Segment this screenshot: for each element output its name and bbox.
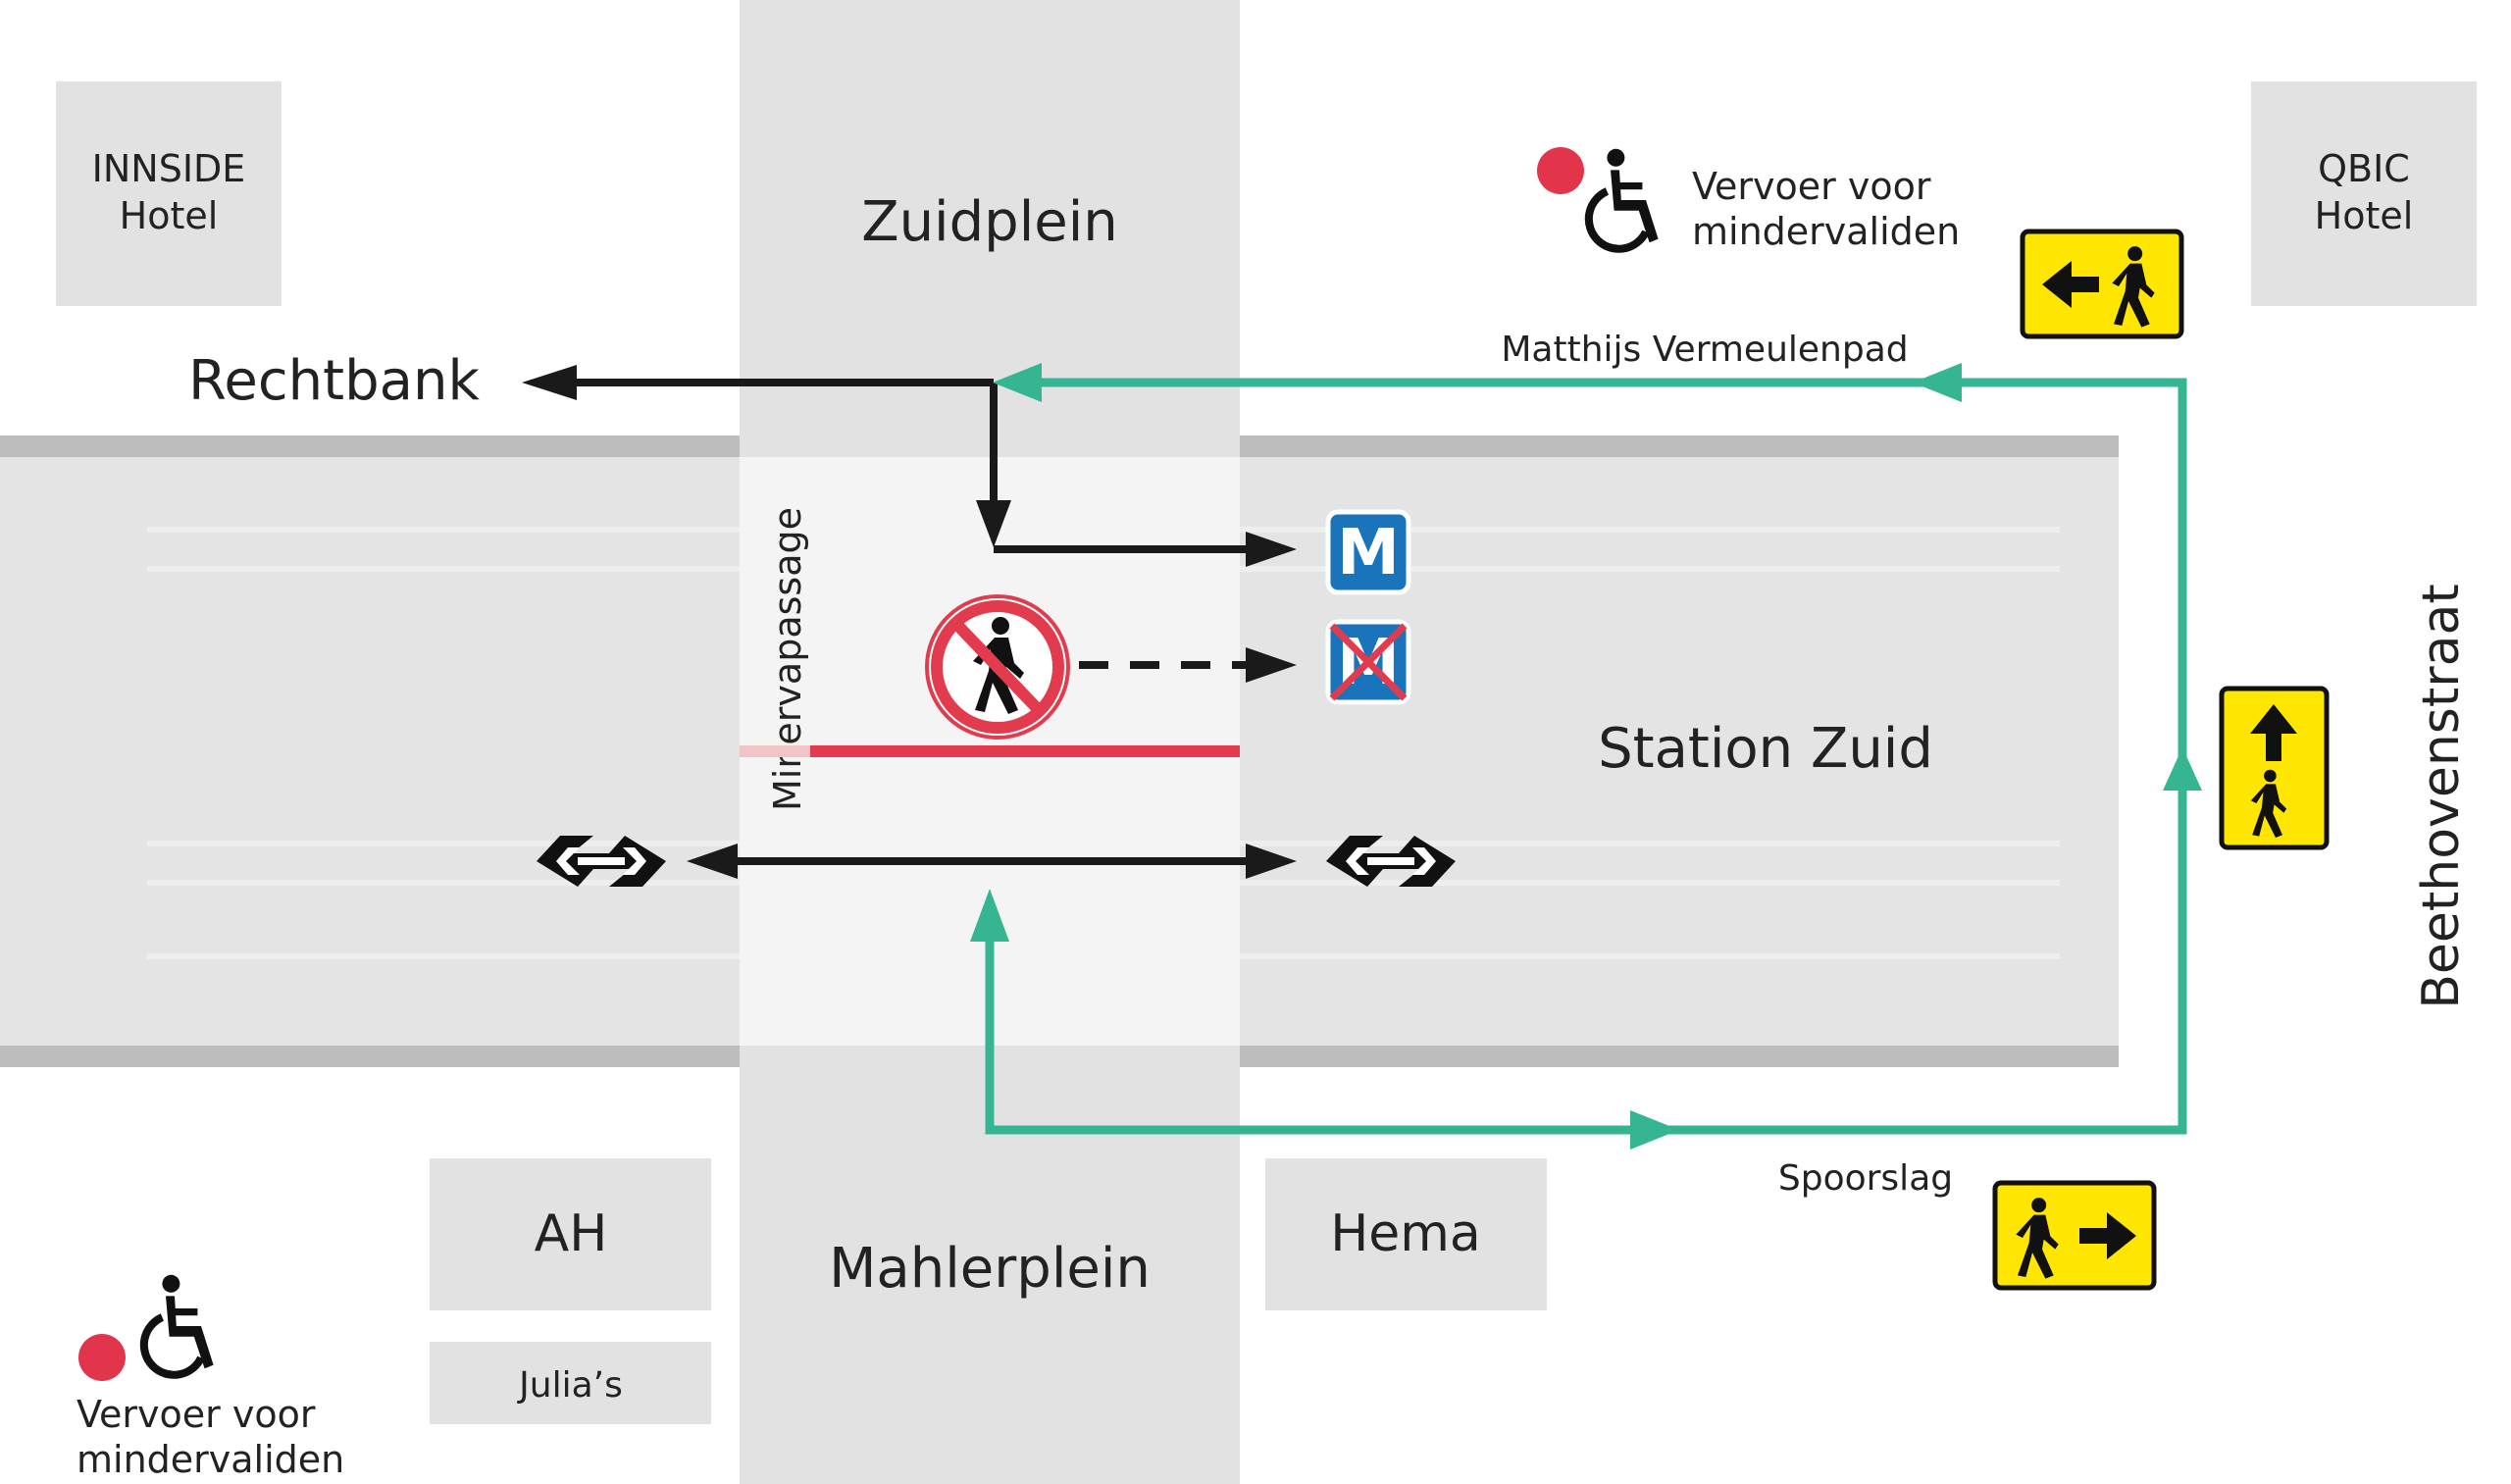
walk-arrowheads (522, 365, 1297, 879)
accessible-route-arrows (970, 363, 2202, 1150)
metro-closed-icon: M (1325, 619, 1411, 705)
pickup-dot-bottom (78, 1334, 126, 1381)
track-band-left (0, 457, 740, 1046)
station-zuid-label: Station Zuid (1598, 717, 1933, 781)
qbic-hotel-block (2251, 81, 2477, 306)
julias-block (430, 1342, 711, 1424)
track-band-bottom-edge (0, 1046, 740, 1067)
wheelchair-icon-top (1589, 149, 1659, 249)
ah-label: AH (535, 1204, 608, 1263)
beethovenstraat-label: Beethovenstraat (2412, 584, 2471, 1009)
ah-block (430, 1158, 711, 1310)
svg-text:M: M (1337, 517, 1400, 589)
julias-label: Julia’s (517, 1365, 623, 1406)
wheelchair-icon-bottom (144, 1275, 214, 1375)
innside-hotel-block (56, 81, 282, 306)
metro-icon: M (1325, 509, 1411, 595)
accessible-route (985, 378, 2187, 1135)
matthijs-vermeulenpad-label: Matthijs Vermeulenpad (1501, 330, 1908, 370)
mahlerplein-label: Mahlerplein (829, 1237, 1151, 1301)
minervapassage-label: Minervapassage (766, 507, 809, 811)
track-band-top-edge-right (1240, 435, 2119, 457)
hema-label: Hema (1330, 1204, 1481, 1263)
walk-routes (569, 379, 1256, 865)
rechtbank-label: Rechtbank (188, 349, 480, 413)
spoorslag-label: Spoorslag (1778, 1158, 1953, 1199)
pedestrian-up-sign (2219, 686, 2330, 850)
track-band-bottom-edge-right (1240, 1046, 2119, 1067)
track-band-top-edge (0, 435, 740, 457)
pickup-dot-top (1537, 147, 1584, 194)
pedestrian-left-sign (2020, 229, 2184, 339)
pedestrian-right-sign (1992, 1180, 2157, 1291)
hema-block (1265, 1158, 1547, 1310)
zuidplein-label: Zuidplein (861, 190, 1118, 254)
track-stripes (147, 527, 2060, 959)
no-pedestrians-sign (925, 594, 1070, 740)
